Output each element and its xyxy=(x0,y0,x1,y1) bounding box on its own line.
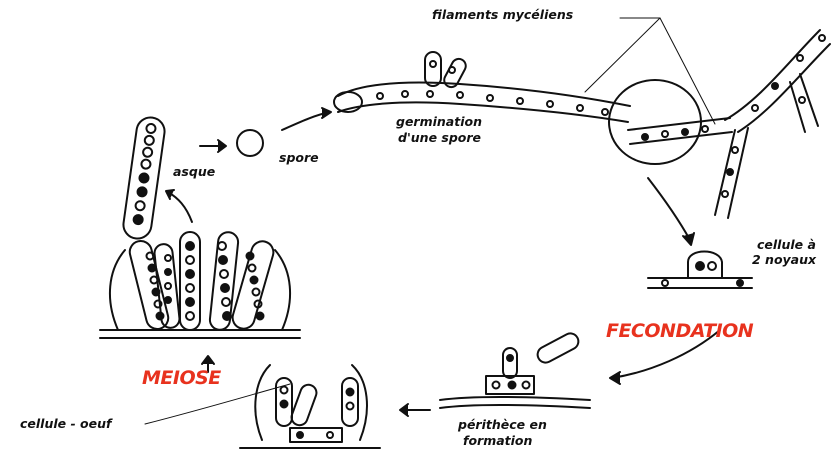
binucleate-cell xyxy=(648,252,752,289)
young-perithecium xyxy=(240,365,380,448)
mature-perithecium xyxy=(100,231,300,338)
label-filaments-myceliens: filaments mycéliens xyxy=(432,7,573,22)
label-perithece-line2: formation xyxy=(463,433,532,448)
label-cellule-line1: cellule à xyxy=(757,237,816,252)
label-cellule-line2: 2 noyaux xyxy=(752,252,816,267)
arrow-asci-to-asque xyxy=(168,192,192,222)
spore-cell xyxy=(237,130,263,156)
germinating-spore xyxy=(334,52,630,122)
label-meiose: MEIOSE xyxy=(142,367,221,389)
label-leader-lines xyxy=(145,18,715,424)
arrow-mycelium-to-cell xyxy=(648,178,690,240)
label-cellule-oeuf: cellule - oeuf xyxy=(20,416,111,431)
label-perithece-line1: périthèce en xyxy=(458,417,547,432)
label-germination-line2: d'une spore xyxy=(398,130,481,145)
mycelium-network xyxy=(609,30,830,218)
label-fecondation: FECONDATION xyxy=(606,320,753,342)
ascus-single xyxy=(122,116,167,241)
label-spore: spore xyxy=(279,150,319,165)
label-germination-line1: germination xyxy=(396,114,482,129)
forming-perithecium xyxy=(440,331,590,408)
label-asque: asque xyxy=(173,164,215,179)
